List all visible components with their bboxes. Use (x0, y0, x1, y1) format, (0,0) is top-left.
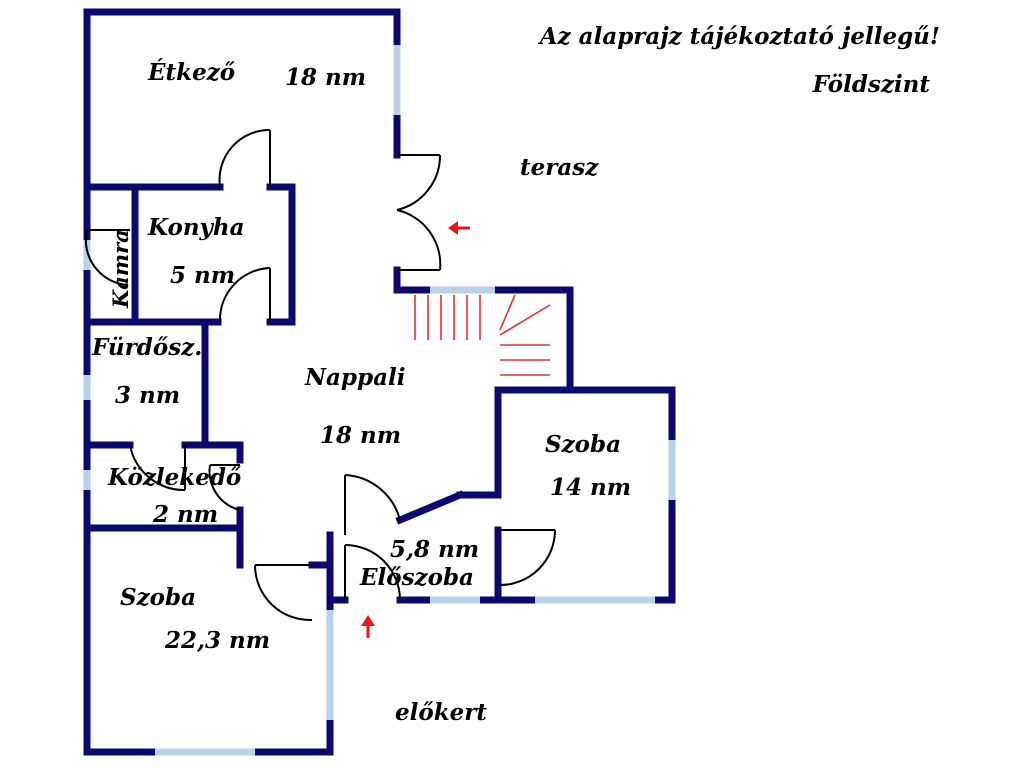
terrace-label: terasz (520, 154, 599, 181)
dining-name: Étkező (147, 59, 235, 86)
kitchen-area: 5 nm (170, 262, 235, 289)
hall-name: Előszoba (359, 564, 474, 591)
living-area: 18 nm (320, 422, 401, 449)
doors (84, 128, 556, 622)
level-label: Földszint (812, 71, 931, 98)
front-garden-label: előkert (395, 699, 487, 726)
room-west-name: Szoba (120, 584, 196, 611)
living-name: Nappali (304, 364, 405, 391)
terrace-entry-arrow-icon (448, 221, 470, 235)
disclaimer-text: Az alaprajz tájékoztató jellegű! (538, 23, 940, 50)
room-east-area: 14 nm (550, 474, 631, 501)
staircase (414, 294, 551, 376)
bathroom-name: Fürdősz. (91, 334, 202, 361)
windows (83, 45, 676, 756)
room-east-name: Szoba (545, 431, 621, 458)
corridor-area: 2 nm (152, 501, 218, 528)
walls (83, 8, 676, 756)
room-west-area: 22,3 nm (164, 627, 270, 654)
bathroom-area: 3 nm (115, 382, 180, 409)
main-entry-arrow-icon (361, 615, 375, 638)
kitchen-name: Konyha (147, 214, 245, 241)
dining-area: 18 nm (285, 64, 366, 91)
corridor-name: Közlekedő (107, 464, 241, 491)
hall-area: 5,8 nm (390, 536, 479, 563)
pantry-name: Kamra (108, 229, 133, 309)
